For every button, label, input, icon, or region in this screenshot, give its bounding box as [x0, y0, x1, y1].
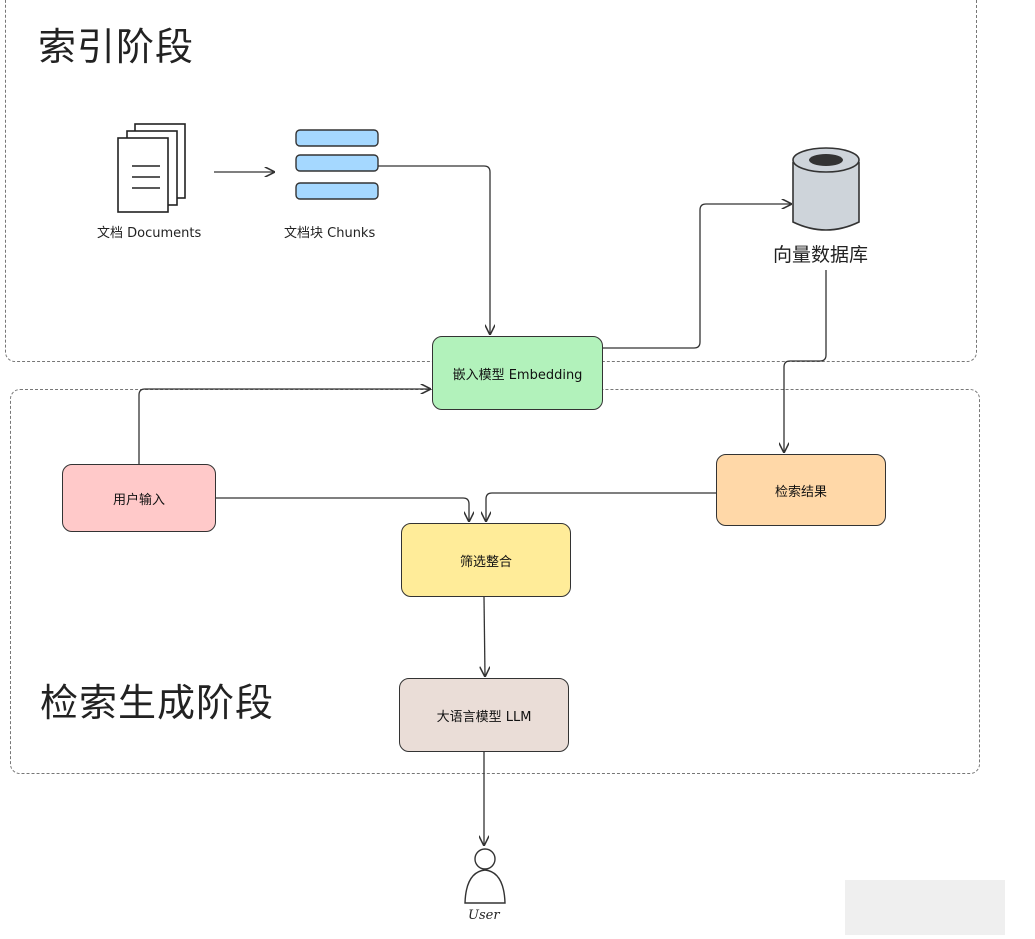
retrieval-results-label: 检索结果 — [774, 484, 827, 500]
filter-merge-label: 筛选整合 — [459, 554, 512, 570]
filter-merge-node: 筛选整合 — [401, 523, 571, 597]
embedding-model-label: 嵌入模型 Embedding — [452, 367, 583, 383]
generation-stage-title: 检索生成阶段 — [40, 681, 275, 725]
vector-database-label: 向量数据库 — [773, 244, 869, 266]
user-icon — [464, 848, 506, 904]
arrow-embedding-to-vectordb — [603, 204, 791, 349]
vector-database-icon — [792, 147, 860, 231]
retrieval-results-node: 检索结果 — [716, 454, 886, 526]
chunks-icon — [295, 129, 379, 200]
indexing-stage-title: 索引阶段 — [38, 25, 195, 69]
embedding-model-node: 嵌入模型 Embedding — [432, 336, 603, 410]
arrow-filter-to-llm — [484, 596, 485, 676]
arrow-vectordb-to-results — [784, 270, 827, 452]
chunks-label: 文档块 Chunks — [284, 226, 376, 241]
watermark-blur — [845, 880, 1005, 935]
llm-label: 大语言模型 LLM — [436, 709, 532, 725]
user-label: User — [468, 908, 500, 923]
llm-node: 大语言模型 LLM — [399, 678, 569, 752]
arrow-results-to-filter — [486, 492, 716, 521]
arrow-chunks-to-embedding — [378, 165, 490, 334]
documents-icon — [117, 123, 186, 213]
documents-label: 文档 Documents — [97, 226, 202, 241]
user-input-node: 用户输入 — [62, 464, 216, 532]
arrow-userinput-to-embedding — [138, 389, 430, 464]
arrow-userinput-to-filter — [216, 497, 469, 521]
user-input-label: 用户输入 — [112, 492, 165, 508]
